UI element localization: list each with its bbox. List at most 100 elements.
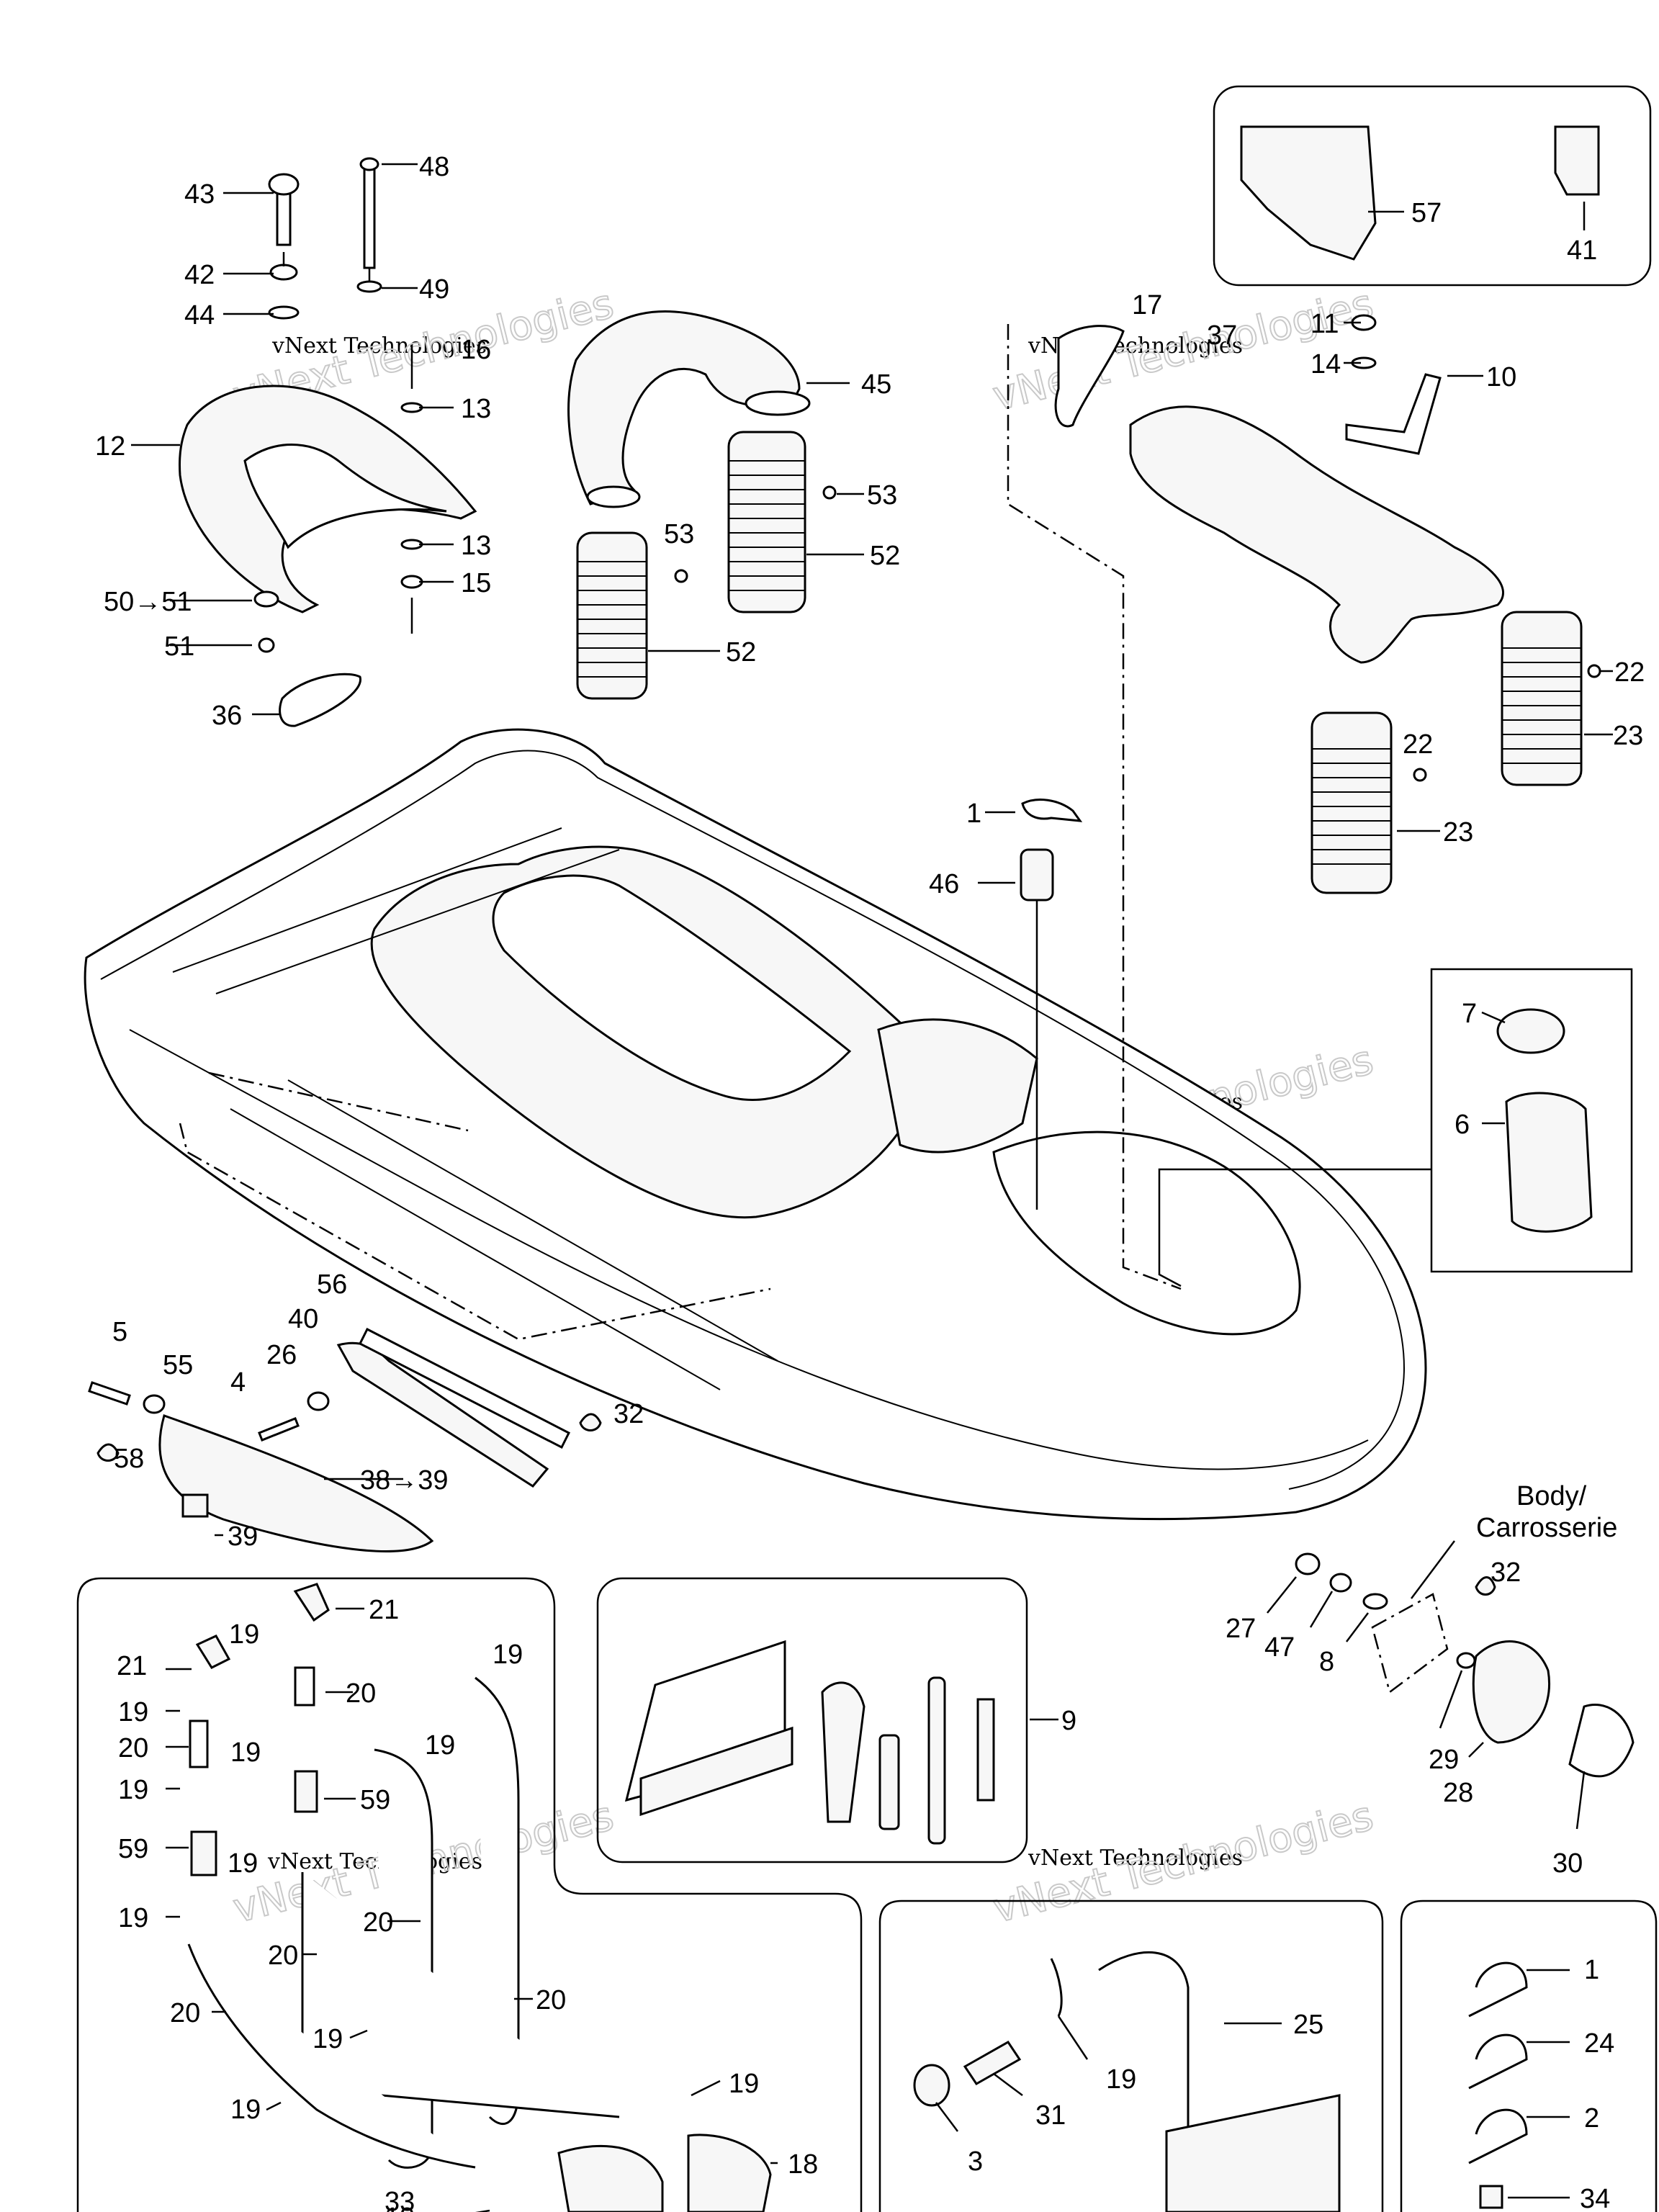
callout-12: 12 [95, 431, 125, 462]
fitting-31 [963, 2041, 1022, 2085]
callout-39: 39 [228, 1521, 258, 1552]
callout-26: 26 [266, 1340, 297, 1370]
screw-53a [822, 485, 837, 500]
hood-inner [243, 444, 447, 549]
clip-39 [181, 1493, 209, 1518]
nut-42 [269, 264, 298, 281]
callout-49: 49 [419, 274, 449, 305]
callout-19g: 19 [228, 1848, 258, 1879]
callout-38: 38→39 [360, 1465, 449, 1496]
seat-opening [492, 874, 852, 1101]
screw-22b [1413, 768, 1427, 782]
tube-20-small [189, 1719, 209, 1768]
callout-13b: 13 [461, 531, 491, 561]
bolt-48 [359, 157, 379, 269]
callout-6: 6 [1455, 1110, 1470, 1140]
watermark-6: vNext Technologies [1028, 1845, 1243, 1871]
callout-59a: 59 [360, 1785, 390, 1815]
fitting-28 [1472, 1640, 1550, 1744]
callout-1b: 1 [1584, 1955, 1599, 1985]
callout-11: 11 [1310, 309, 1339, 339]
nut-27 [1295, 1552, 1321, 1575]
callout-53a: 53 [867, 480, 897, 511]
callout-29: 29 [1429, 1745, 1459, 1775]
panel-38 [158, 1414, 434, 1552]
bracket-57 [1240, 125, 1377, 261]
callout-40: 40 [288, 1304, 318, 1334]
drop-32b [1475, 1576, 1496, 1596]
intake-duct-45-outlet [745, 390, 811, 416]
watermark-5: vNext Technologies [267, 1849, 482, 1874]
callout-34: 34 [1580, 2184, 1610, 2212]
screw-4 [258, 1417, 300, 1442]
air-duct-37 [1129, 405, 1504, 664]
callout-9: 9 [1061, 1706, 1076, 1736]
callout-55: 55 [163, 1350, 193, 1380]
drop-32a [579, 1413, 602, 1431]
pliers [821, 1681, 866, 1823]
callout-19e: 19 [425, 1730, 455, 1761]
hose-20-left [187, 1943, 476, 2169]
wrench [927, 1676, 946, 1845]
panel-fuel-lines [76, 1577, 863, 2212]
washer-13b [400, 539, 423, 550]
callout-30: 30 [1552, 1848, 1583, 1879]
callout-20e: 20 [536, 1985, 566, 2015]
callout-21a: 21 [369, 1595, 399, 1625]
callout-31: 31 [1035, 2100, 1066, 2131]
cap-3 [913, 2064, 950, 2107]
callout-14: 14 [1310, 349, 1341, 379]
clip-17 [1054, 325, 1125, 428]
intake-duct-45 [567, 310, 801, 505]
callout-59b: 59 [118, 1834, 148, 1864]
elbow-21b [195, 1635, 231, 1669]
washer-29 [1456, 1652, 1476, 1669]
tube-20-top [294, 1666, 315, 1707]
callout-20g: 20 [1455, 2210, 1485, 2212]
front-storage-opening [992, 1130, 1301, 1336]
callout-32b: 32 [1491, 1557, 1521, 1588]
callout-18: 18 [788, 2149, 818, 2180]
callout-25: 25 [1293, 2010, 1323, 2040]
washer-55 [143, 1394, 166, 1414]
tools-group [624, 1640, 995, 1845]
callout-53b: 53 [664, 519, 694, 549]
callout-22b: 22 [1403, 729, 1433, 760]
panel-battery [878, 1899, 1384, 2212]
hood-axis-lines [282, 252, 413, 634]
callout-19h: 19 [118, 1903, 148, 1933]
washer-47 [1329, 1573, 1352, 1593]
drain-group [1020, 799, 1083, 1210]
callout-3: 3 [968, 2146, 983, 2177]
nut-51 [258, 637, 275, 653]
callout-20c: 20 [363, 1907, 393, 1938]
battery-group [913, 1951, 1341, 2212]
panel-tools [596, 1577, 1028, 1863]
gauge-leader [1158, 1168, 1431, 1287]
callout-27: 27 [1226, 1614, 1256, 1644]
hose-20-right [475, 1676, 520, 2125]
bolt-43 [268, 173, 300, 246]
screwdriver [878, 1734, 900, 1830]
tie-2 [1468, 2108, 1528, 2164]
callout-57: 57 [1411, 198, 1442, 228]
callout-20b: 20 [118, 1733, 148, 1763]
callout-19a: 19 [229, 1619, 259, 1650]
callout-16: 16 [461, 335, 491, 365]
callout-19m: 19 [1106, 2064, 1136, 2095]
bellows-23-left [1310, 711, 1393, 894]
washer-8 [1362, 1593, 1388, 1610]
battery [1165, 2094, 1341, 2212]
callout-8: 8 [1319, 1647, 1334, 1677]
drop-58 [96, 1443, 120, 1462]
watercraft-body [84, 728, 1427, 1521]
callout-19l: 19 [385, 2203, 415, 2212]
nut-15 [400, 575, 423, 589]
callout-19i: 19 [313, 2024, 343, 2054]
clamp-19-battery [1050, 1958, 1063, 2017]
fitting-group [1295, 1552, 1635, 1778]
intake-group [567, 310, 837, 700]
callout-51: 51 [164, 631, 194, 662]
callout-37: 37 [1207, 320, 1237, 351]
